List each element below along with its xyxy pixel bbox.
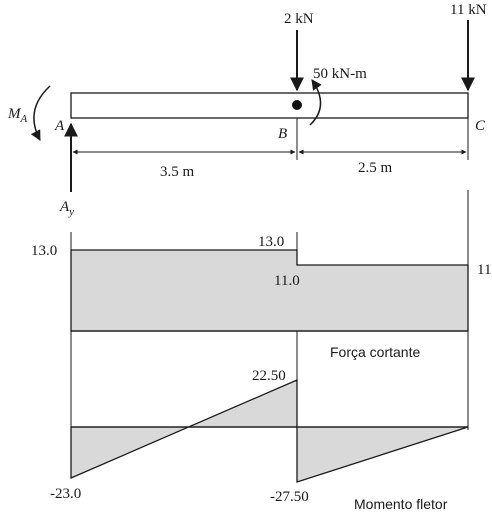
moment-title: Momento fletor — [354, 496, 448, 512]
moment-b-arrow — [309, 79, 322, 126]
dim-ab-label: 3.5 m — [160, 164, 195, 180]
shear-value-b-right: 11.0 — [274, 273, 300, 289]
point-b-label: B — [278, 126, 287, 142]
beam-body — [70, 92, 469, 119]
load-b-label: 2 kN — [284, 11, 314, 27]
moment-a-label: M — [7, 106, 22, 122]
shear-area — [70, 249, 469, 332]
shear-value-b-left: 13.0 — [258, 234, 284, 250]
moment-value-a: -23.0 — [50, 486, 81, 502]
dim-bc-label: 2.5 m — [358, 160, 393, 176]
pin-b — [292, 100, 302, 110]
shear-title: Força cortante — [330, 344, 420, 360]
shear-diagram: 13.0 13.0 11.0 11 Força cortante — [31, 234, 491, 360]
moment-diagram: 22.50 -23.0 -27.50 Momento fletor — [50, 368, 469, 512]
point-a-label: A — [54, 118, 65, 134]
shear-value-a: 13.0 — [31, 243, 57, 259]
beam-section: 2 kN 11 kN 50 kN-m MA A B C Ay 3.5 m 2.5… — [7, 2, 487, 218]
shear-value-c: 11 — [477, 262, 491, 278]
point-c-label: C — [475, 118, 486, 134]
moment-area-bc — [296, 426, 469, 483]
moment-value-b-right: -27.50 — [270, 489, 309, 505]
reaction-a-label: A — [59, 199, 70, 215]
moment-value-b-left: 22.50 — [252, 368, 286, 384]
load-c-label: 11 kN — [450, 2, 487, 18]
moment-a-subscript: A — [20, 113, 28, 125]
moment-b-label: 50 kN-m — [313, 66, 367, 82]
reaction-a-subscript: y — [68, 206, 74, 218]
moment-area-ab — [70, 379, 298, 479]
svg-text:MA: MA — [7, 106, 28, 125]
svg-text:Ay: Ay — [59, 199, 74, 218]
moment-a-arrow — [30, 85, 51, 141]
